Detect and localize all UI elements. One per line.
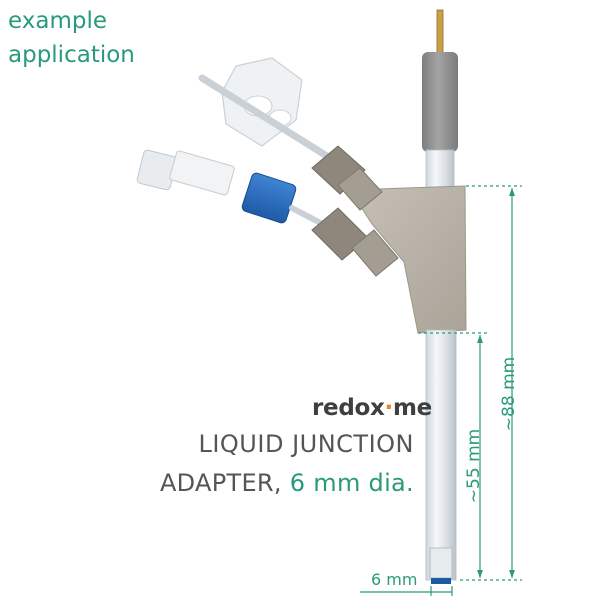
total-length-dimension: ~88 mm xyxy=(496,349,522,439)
lower-fitting xyxy=(311,207,399,277)
frit xyxy=(431,578,451,584)
title-accent: 6 mm dia. xyxy=(289,469,414,497)
title-main: ADAPTER, xyxy=(159,469,290,497)
tube-length-label: ~55 mm xyxy=(464,428,484,504)
luer-connector xyxy=(136,149,235,196)
dimension-lines xyxy=(360,185,522,596)
blue-cap xyxy=(241,172,297,224)
product-title-line-2: ADAPTER, 6 mm dia. xyxy=(160,469,414,497)
note-line-1: example xyxy=(8,8,107,34)
note-line-2: application xyxy=(8,42,135,68)
brand-suffix: me xyxy=(392,395,432,421)
upper-fitting xyxy=(311,145,383,211)
brand-dot: · xyxy=(384,395,394,421)
product-title-line-1: LIQUID JUNCTION xyxy=(198,430,414,458)
diameter-label: 6 mm xyxy=(371,570,418,589)
upper-capillary xyxy=(198,74,334,162)
electrode-pin xyxy=(436,9,444,55)
brand-logo: redox·me xyxy=(312,395,432,421)
brand-prefix: redox xyxy=(312,395,385,421)
total-length-label: ~88 mm xyxy=(499,356,519,432)
electrode-sleeve xyxy=(422,52,458,152)
junction-tube xyxy=(425,329,457,581)
example-application-note: example application xyxy=(8,4,135,72)
tube-length-dimension: ~55 mm xyxy=(461,421,487,511)
tube-tip xyxy=(429,547,453,579)
